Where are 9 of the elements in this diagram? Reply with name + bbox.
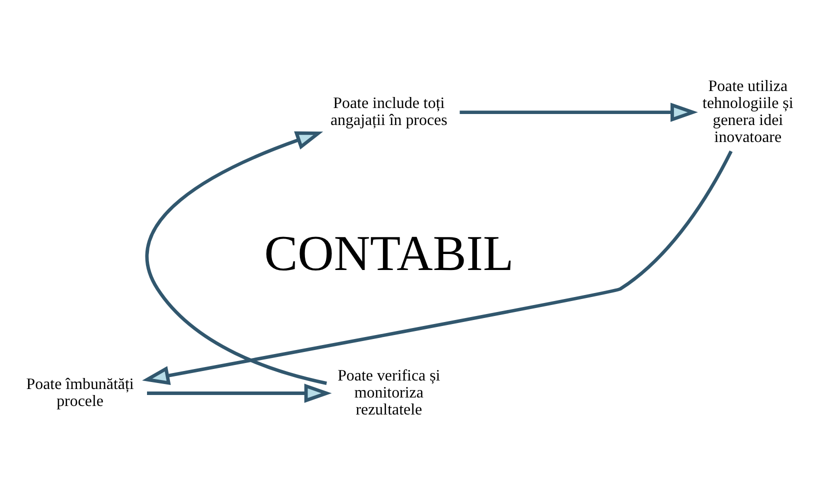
node-text: Poate include toți angajații în proces bbox=[330, 94, 448, 129]
node-text: Poate îmbunătăți procele bbox=[26, 375, 134, 410]
arrow bbox=[147, 383, 332, 402]
label: CONTABIL bbox=[264, 224, 514, 280]
arrow bbox=[460, 102, 698, 122]
node-text: Poate verifica și monitoriza rezultatele bbox=[338, 366, 440, 418]
arrow bbox=[142, 150, 733, 384]
arrow bbox=[145, 130, 327, 384]
node-text: Poate utiliza tehnologiile și genera idei inovatoare bbox=[702, 77, 794, 146]
